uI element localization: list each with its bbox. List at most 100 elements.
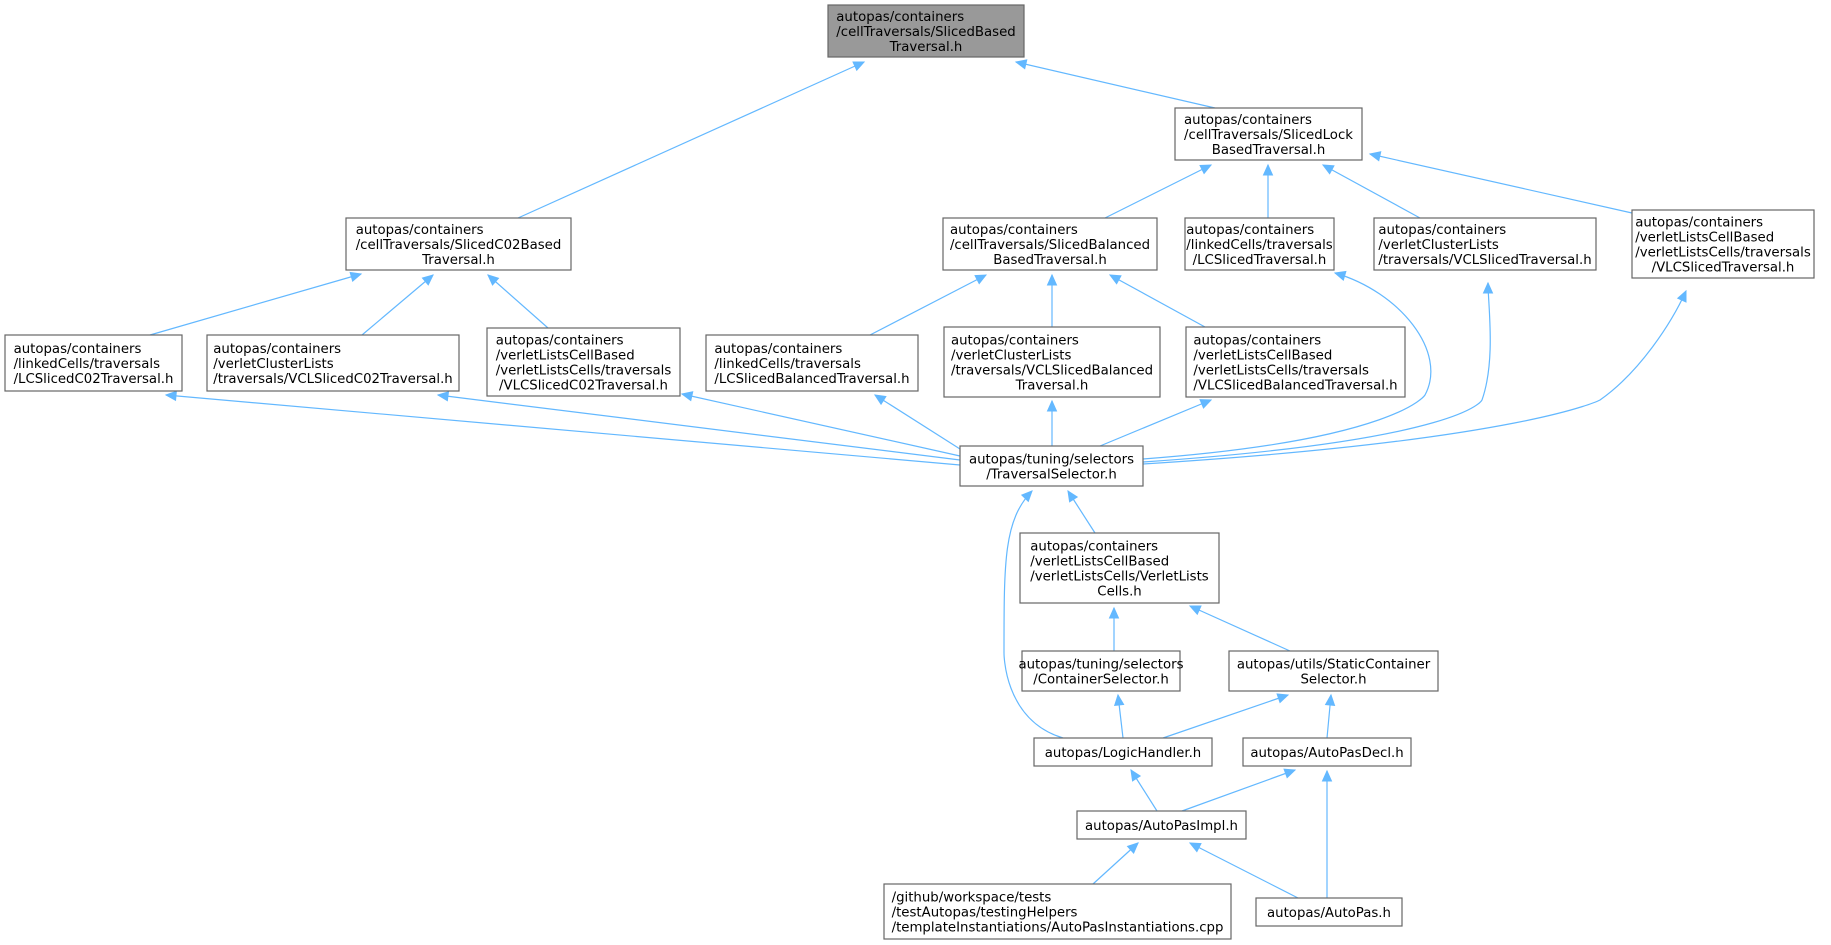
node-vcl-sliced-balanced[interactable]: autopas/containers/verletClusterLists/tr… — [943, 326, 1161, 398]
node-label-line: autopas/containers — [836, 10, 964, 25]
node-label-line: /traversals/VCLSlicedBalanced — [951, 364, 1153, 379]
node-label-line: Selector.h — [1300, 673, 1366, 688]
edge-lc-sliced-balanced-to-sliced-balanced — [869, 274, 988, 336]
edge-vcl-sliced-c02-to-sliced-c02 — [361, 274, 434, 336]
node-label-line: autopas/containers — [14, 342, 142, 357]
node-label-line: /VLCSlicedBalancedTraversal.h — [1193, 379, 1397, 394]
edge-traversal-selector-to-vlc-sliced-c02 — [680, 391, 961, 457]
node-autopas-impl[interactable]: autopas/AutoPasImpl.h — [1076, 810, 1247, 840]
node-label-line: /cellTraversals/SlicedBased — [836, 25, 1015, 40]
node-label-line: /VLCSlicedTraversal.h — [1652, 261, 1795, 276]
edge-static-container-selector-to-verlet-lists-cells — [1188, 605, 1291, 652]
edge-instantiations-to-autopas-impl — [1092, 842, 1139, 885]
node-label-line: Traversal.h — [1015, 379, 1089, 394]
node-sliced-lock[interactable]: autopas/containers/cellTraversals/Sliced… — [1174, 107, 1363, 161]
node-label-line: /traversals/VCLSlicedTraversal.h — [1378, 253, 1591, 268]
node-label-line: /linkedCells/traversals — [1186, 238, 1333, 253]
node-vlc-sliced-balanced[interactable]: autopas/containers/verletListsCellBased/… — [1185, 326, 1406, 398]
node-vcl-sliced-c02[interactable]: autopas/containers/verletClusterLists/tr… — [206, 334, 460, 392]
node-vlc-sliced[interactable]: autopas/containers/verletListsCellBased/… — [1631, 209, 1815, 279]
node-label-line: autopas/containers — [950, 223, 1078, 238]
edge-verlet-lists-cells-to-traversal-selector — [1067, 489, 1096, 534]
node-label-line: autopas/containers — [1186, 223, 1314, 238]
node-label-line: autopas/LogicHandler.h — [1045, 746, 1201, 761]
node-label-line: autopas/AutoPasImpl.h — [1085, 819, 1238, 834]
edge-sliced-lock-to-sliced-based — [1014, 59, 1216, 109]
node-label-line: Traversal.h — [421, 253, 495, 268]
node-label-line: /TraversalSelector.h — [986, 468, 1117, 483]
node-lc-sliced[interactable]: autopas/containers/linkedCells/traversal… — [1184, 217, 1335, 271]
edge-traversal-selector-to-vcl-sliced — [1142, 281, 1494, 463]
edge-vlc-sliced-c02-to-sliced-c02 — [487, 274, 549, 329]
node-vlc-sliced-c02[interactable]: autopas/containers/verletListsCellBased/… — [486, 327, 681, 397]
node-label-line: /LCSlicedTraversal.h — [1193, 253, 1327, 268]
edge-sliced-balanced-to-sliced-lock — [1104, 164, 1213, 219]
node-label-line: /github/workspace/tests — [892, 891, 1052, 906]
node-label-line: autopas/tuning/selectors — [1018, 658, 1183, 673]
edge-autopas-impl-to-autopas-decl — [1181, 768, 1297, 812]
node-label-line: /testAutopas/testingHelpers — [892, 906, 1078, 921]
node-label-line: /LCSlicedBalancedTraversal.h — [714, 372, 909, 387]
edge-lc-sliced-to-sliced-lock — [1262, 163, 1274, 218]
node-label-line: autopas/AutoPas.h — [1267, 906, 1391, 921]
node-label-line: /verletListsCellBased — [1635, 231, 1774, 246]
node-autopas-h[interactable]: autopas/AutoPas.h — [1255, 897, 1403, 927]
node-label-line: autopas/containers — [1378, 223, 1506, 238]
node-label-line: /cellTraversals/SlicedLock — [1184, 128, 1353, 143]
node-lc-sliced-balanced[interactable]: autopas/containers/linkedCells/traversal… — [705, 334, 919, 392]
node-label-line: autopas/AutoPasDecl.h — [1250, 746, 1403, 761]
node-verlet-lists-cells[interactable]: autopas/containers/verletListsCellBased/… — [1019, 532, 1220, 604]
node-label-line: /verletListsCells/traversals — [1635, 246, 1811, 261]
edge-vlc-sliced-to-sliced-lock — [1368, 151, 1633, 214]
node-lc-sliced-c02[interactable]: autopas/containers/linkedCells/traversal… — [4, 334, 183, 392]
edge-traversal-selector-to-lc-sliced-balanced — [873, 394, 961, 450]
edge-traversal-selector-to-vcl-sliced-c02 — [436, 391, 961, 461]
node-label-line: /traversals/VCLSlicedC02Traversal.h — [213, 372, 452, 387]
node-label-line: /templateInstantiations/AutoPasInstantia… — [892, 921, 1224, 936]
node-label-line: autopas/containers — [714, 342, 842, 357]
node-autopas-decl[interactable]: autopas/AutoPasDecl.h — [1242, 737, 1412, 767]
node-container-selector[interactable]: autopas/tuning/selectors/ContainerSelect… — [1018, 650, 1184, 692]
edges-layer — [149, 59, 1687, 899]
node-label-line: /verletListsCells/traversals — [496, 364, 672, 379]
node-label-line: autopas/containers — [1184, 113, 1312, 128]
node-instantiations[interactable]: /github/workspace/tests/testAutopas/test… — [883, 883, 1232, 940]
edge-autopas-h-to-autopas-impl — [1188, 842, 1299, 899]
node-sliced-balanced[interactable]: autopas/containers/cellTraversals/Sliced… — [942, 217, 1158, 271]
node-label-line: /verletListsCells/traversals — [1193, 364, 1369, 379]
node-label-line: Cells.h — [1097, 585, 1141, 600]
edge-traversal-selector-to-vlc-sliced-balanced — [1099, 399, 1213, 447]
node-vcl-sliced[interactable]: autopas/containers/verletClusterLists/tr… — [1373, 217, 1597, 271]
node-label-line: Traversal.h — [889, 40, 963, 55]
node-label-line: /verletClusterLists — [1378, 238, 1499, 253]
node-label-line: autopas/utils/StaticContainer — [1237, 658, 1431, 673]
node-label-line: /verletListsCellBased — [1030, 555, 1169, 570]
node-label-line: autopas/containers — [1193, 334, 1321, 349]
node-label-line: /VLCSlicedC02Traversal.h — [499, 379, 668, 394]
node-label-line: /verletClusterLists — [951, 349, 1072, 364]
edge-vcl-sliced-to-sliced-lock — [1321, 164, 1421, 219]
node-label-line: /linkedCells/traversals — [14, 357, 161, 372]
node-sliced-based: autopas/containers/cellTraversals/Sliced… — [827, 4, 1025, 58]
edge-container-selector-to-verlet-lists-cells — [1108, 606, 1120, 651]
nodes-layer: autopas/containers/cellTraversals/Sliced… — [4, 4, 1815, 940]
node-label-line: autopas/containers — [951, 334, 1079, 349]
node-logic-handler[interactable]: autopas/LogicHandler.h — [1033, 737, 1213, 767]
node-label-line: autopas/containers — [356, 223, 484, 238]
node-label-line: /linkedCells/traversals — [714, 357, 861, 372]
node-sliced-c02[interactable]: autopas/containers/cellTraversals/Sliced… — [345, 217, 572, 271]
edge-sliced-c02-to-sliced-based — [517, 61, 866, 219]
edge-vlc-sliced-balanced-to-sliced-balanced — [1108, 274, 1206, 328]
edge-autopas-h-to-autopas-decl — [1321, 769, 1333, 898]
node-label-line: autopas/containers — [213, 342, 341, 357]
node-label-line: /ContainerSelector.h — [1033, 673, 1169, 688]
node-label-line: BasedTraversal.h — [1212, 143, 1326, 158]
node-traversal-selector[interactable]: autopas/tuning/selectors/TraversalSelect… — [959, 445, 1144, 487]
node-label-line: /LCSlicedC02Traversal.h — [14, 372, 174, 387]
edge-traversal-selector-to-lc-sliced-c02 — [164, 390, 961, 466]
node-label-line: autopas/containers — [1635, 216, 1763, 231]
edge-vcl-sliced-balanced-to-sliced-balanced — [1046, 273, 1058, 327]
node-label-line: autopas/containers — [1030, 540, 1158, 555]
